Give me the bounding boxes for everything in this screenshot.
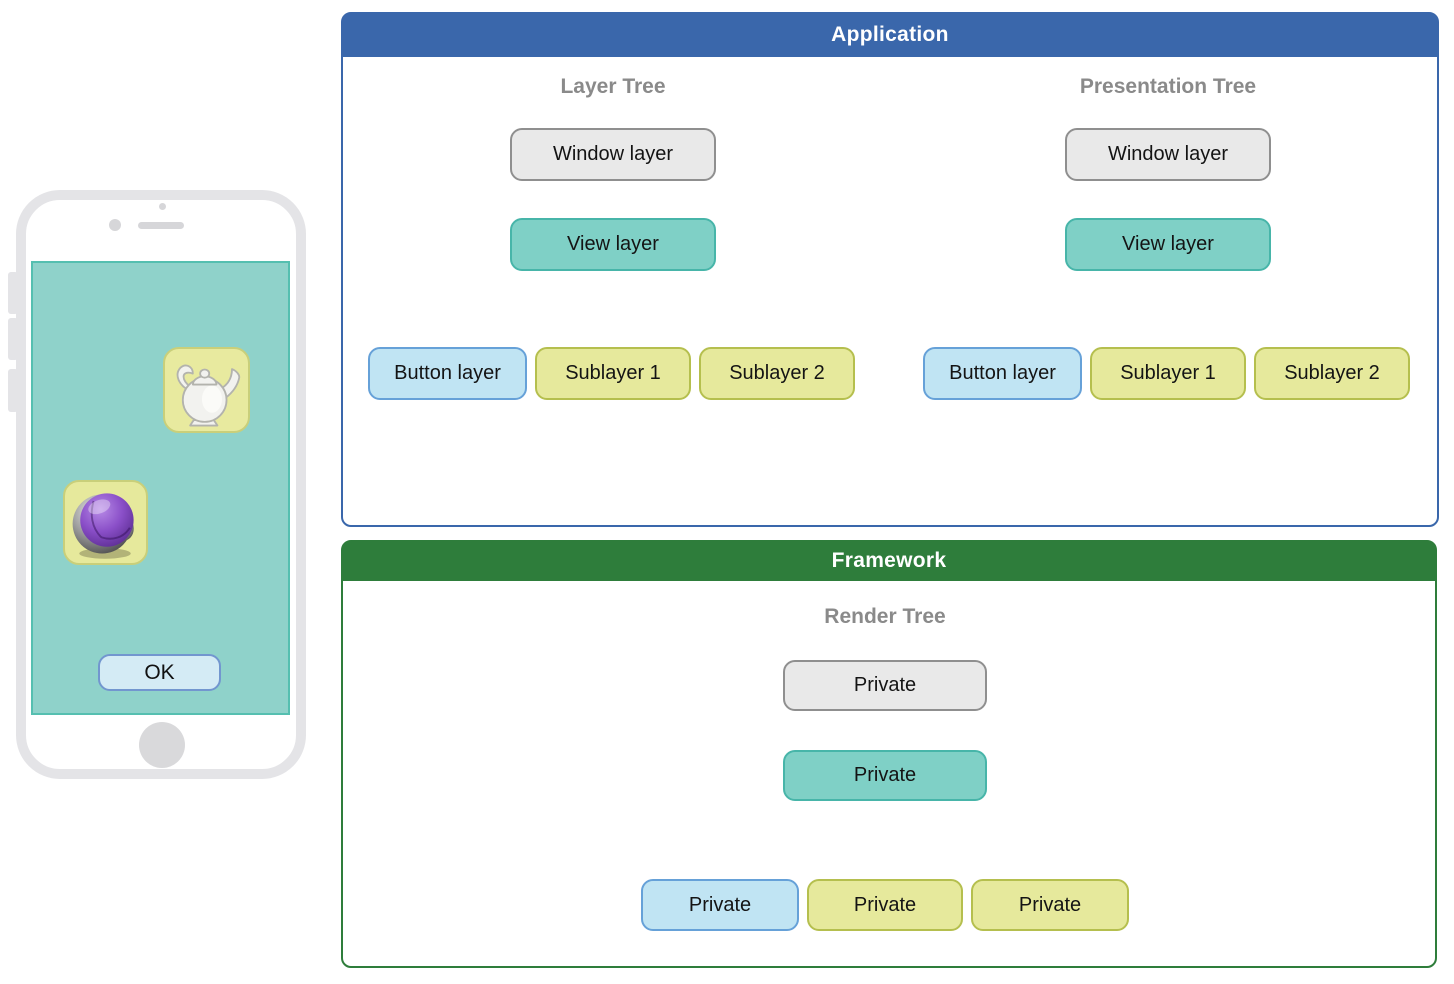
sphere-layer-tile — [63, 480, 148, 565]
phone-speaker — [138, 222, 184, 229]
layer-tree-title: Layer Tree — [560, 75, 666, 98]
render-tree-title: Render Tree — [824, 605, 946, 628]
phone-camera-dot — [109, 219, 121, 231]
framework-title: Framework — [831, 549, 947, 572]
presentation-tree-view-layer-node: View layer — [1065, 218, 1271, 271]
phone-sensor-dot — [159, 203, 166, 210]
phone-mute-switch — [8, 272, 18, 314]
framework-panel-header: Framework — [342, 541, 1436, 581]
phone-volume-up-button — [8, 318, 18, 360]
presentation-tree-button-layer-node: Button layer — [923, 347, 1082, 400]
layer-tree-sublayer-1-node: Sublayer 1 — [535, 347, 691, 400]
presentation-tree-sublayer-1-node: Sublayer 1 — [1090, 347, 1246, 400]
phone-volume-down-button — [8, 369, 18, 412]
application-panel-header: Application — [342, 13, 1438, 57]
phone-home-button — [139, 722, 185, 768]
layer-tree-sublayer-2-node: Sublayer 2 — [699, 347, 855, 400]
render-tree-root-private-node: Private — [783, 660, 987, 711]
layer-tree-view-layer-node: View layer — [510, 218, 716, 271]
phone-ok-button: OK — [98, 654, 221, 691]
render-tree-child-1-private-node: Private — [641, 879, 799, 931]
presentation-tree-window-layer-node: Window layer — [1065, 128, 1271, 181]
layer-tree-button-layer-node: Button layer — [368, 347, 527, 400]
render-tree-child-3-private-node: Private — [971, 879, 1129, 931]
presentation-tree-sublayer-2-node: Sublayer 2 — [1254, 347, 1410, 400]
teapot-icon — [176, 364, 241, 427]
render-tree-child-2-private-node: Private — [807, 879, 963, 931]
ok-button-label: OK — [144, 660, 175, 684]
layer-tree-window-layer-node: Window layer — [510, 128, 716, 181]
presentation-tree-title: Presentation Tree — [1079, 75, 1257, 98]
core-animation-sphere-icon — [72, 493, 134, 559]
render-tree-middle-private-node: Private — [783, 750, 987, 801]
teapot-layer-tile — [163, 347, 250, 433]
application-title: Application — [831, 23, 949, 46]
